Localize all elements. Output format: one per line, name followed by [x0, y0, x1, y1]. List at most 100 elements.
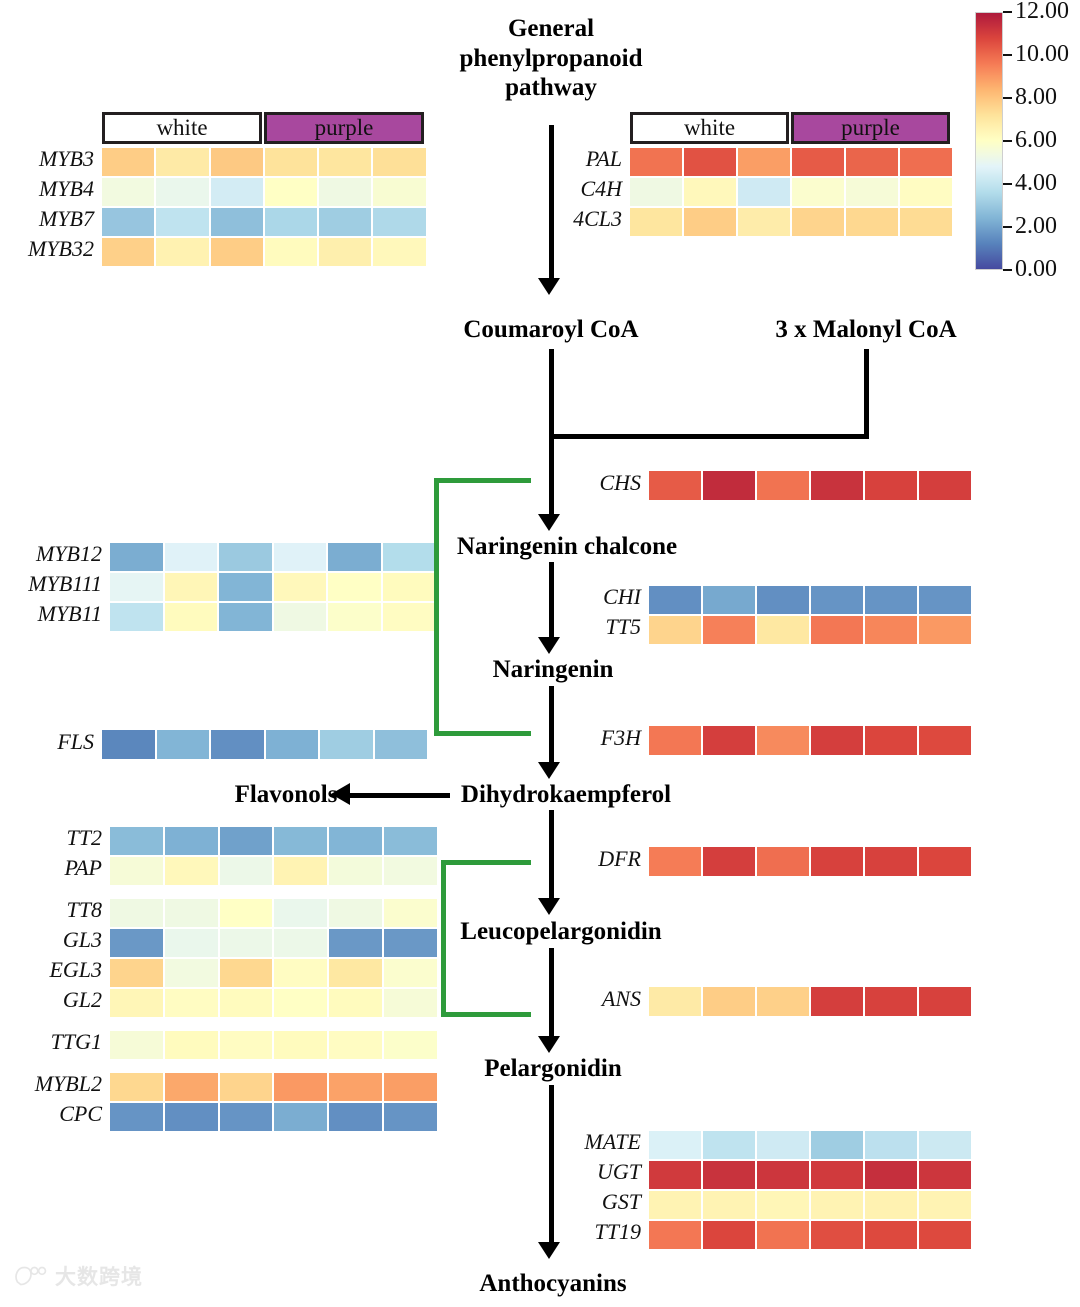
heatmap-cell — [102, 148, 155, 176]
heatmap-row — [649, 1191, 971, 1219]
heatmap-row — [110, 1073, 437, 1101]
heatmap-cell — [919, 726, 971, 755]
heatmap-cell — [684, 178, 736, 206]
heatmap-cell — [811, 1131, 863, 1159]
bracket-coumaroyl-vert — [549, 349, 554, 439]
heatmap-row — [102, 238, 426, 266]
watermark: 大数跨境 — [14, 1261, 143, 1291]
arrow-to-dihydrokaempferol — [549, 686, 554, 764]
heatmap-cell — [649, 1131, 701, 1159]
arrow-to-anthocyanins — [549, 1085, 554, 1250]
colorbar-tick — [1003, 97, 1012, 99]
heatmap-cell — [164, 857, 218, 885]
colorbar-tick-label: 12.00 — [1015, 0, 1069, 24]
heatmap-row-label-MATE: MATE — [584, 1129, 641, 1155]
heatmap-cell — [865, 471, 917, 500]
heatmap-cell — [102, 238, 155, 266]
heatmap-row — [110, 573, 435, 601]
heatmap-cell — [156, 178, 209, 206]
heatmap-cell — [110, 929, 163, 957]
heatmap-cell — [919, 1191, 971, 1219]
bracket-malonyl-horiz — [549, 434, 867, 439]
heatmap-cell — [846, 148, 898, 176]
pathway-node-naringenin_chalcone: Naringenin chalcone — [456, 533, 678, 560]
heatmap-cell — [110, 1073, 163, 1101]
heatmap-cell — [274, 857, 328, 885]
pathway-node-dihydrokaempferol: Dihydrokaempferol — [460, 781, 672, 808]
heatmap-row-label-CPC: CPC — [59, 1101, 102, 1127]
heatmap-cell — [703, 471, 755, 500]
heatmap-row-label-4CL3: 4CL3 — [573, 206, 622, 232]
colorbar-tick — [1003, 54, 1012, 56]
heatmap-cell — [703, 987, 755, 1016]
heatmap-cell — [373, 178, 426, 206]
heatmap-cell — [110, 1103, 163, 1131]
heatmap-row — [102, 148, 426, 176]
heatmap-cell — [865, 616, 917, 644]
heatmap-cell — [757, 1191, 809, 1219]
heatmap-cell — [264, 208, 318, 236]
heatmap-row — [110, 857, 437, 885]
colorbar-tick-label: 0.00 — [1015, 256, 1057, 282]
heatmap-cell — [329, 899, 382, 927]
heatmap-cell — [383, 1073, 437, 1101]
group-header-white: white — [102, 112, 262, 144]
heatmap-row-label-TT5: TT5 — [605, 614, 641, 640]
heatmap-row-label-MYB3: MYB3 — [39, 146, 94, 172]
heatmap-cell — [865, 1191, 917, 1219]
heatmap-cell — [219, 543, 272, 571]
heatmap-row — [102, 208, 426, 236]
heatmap-cell — [919, 586, 971, 614]
heatmap-cell — [274, 1031, 328, 1059]
heatmap-cell — [630, 148, 682, 176]
heatmap-cell — [110, 573, 163, 601]
heatmap-cell — [738, 148, 790, 176]
heatmap-cell — [164, 827, 218, 855]
heatmap-cell — [110, 959, 163, 987]
heatmap-row — [649, 847, 971, 876]
heatmap-row-label-TT8: TT8 — [66, 897, 102, 923]
heatmap-cell — [649, 616, 701, 644]
heatmap-cell — [274, 1103, 328, 1131]
colorbar-tick — [1003, 226, 1012, 228]
heatmap-cell — [900, 208, 952, 236]
green-bracket-top-2 — [441, 860, 531, 865]
heatmap-cell — [811, 616, 863, 644]
heatmap-row-label-TT19: TT19 — [594, 1219, 641, 1245]
colorbar-tick — [1003, 11, 1012, 13]
heatmap-row-label-UGT: UGT — [596, 1159, 641, 1185]
heatmap-cell — [703, 726, 755, 755]
heatmap-cell — [649, 1221, 701, 1249]
heatmap-cell — [265, 730, 318, 759]
heatmap-cell — [865, 586, 917, 614]
heatmap-cell — [383, 989, 437, 1017]
heatmap-row-label-MYB12: MYB12 — [36, 541, 102, 567]
heatmap-cell — [328, 603, 381, 631]
heatmap-row — [110, 959, 437, 987]
heatmap-cell — [329, 1103, 382, 1131]
heatmap-cell — [900, 148, 952, 176]
colorbar — [975, 12, 1003, 270]
heatmap-row — [649, 726, 971, 755]
colorbar-tick-label: 8.00 — [1015, 84, 1057, 110]
heatmap-cell — [110, 899, 163, 927]
green-bracket-vert-1 — [434, 478, 439, 736]
heatmap-cell — [329, 989, 382, 1017]
heatmap-cell — [210, 208, 263, 236]
heatmap-cell — [757, 847, 809, 876]
heatmap-cell — [919, 1131, 971, 1159]
green-bracket-bottom-2 — [441, 1012, 531, 1017]
heatmap-row — [649, 586, 971, 614]
heatmap-row — [110, 827, 437, 855]
pathway-node-coumaroyl: Coumaroyl CoA — [463, 316, 639, 343]
green-bracket-bottom-1 — [434, 731, 531, 736]
heatmap-cell — [865, 1221, 917, 1249]
heatmap-cell — [210, 148, 263, 176]
heatmap-row-label-GL3: GL3 — [62, 927, 102, 953]
heatmap-cell — [846, 208, 898, 236]
heatmap-row — [110, 1103, 437, 1131]
arrowhead-to-flavonols — [331, 783, 350, 805]
heatmap-cell — [703, 1131, 755, 1159]
heatmap-cell — [273, 543, 326, 571]
heatmap-cell — [319, 238, 372, 266]
